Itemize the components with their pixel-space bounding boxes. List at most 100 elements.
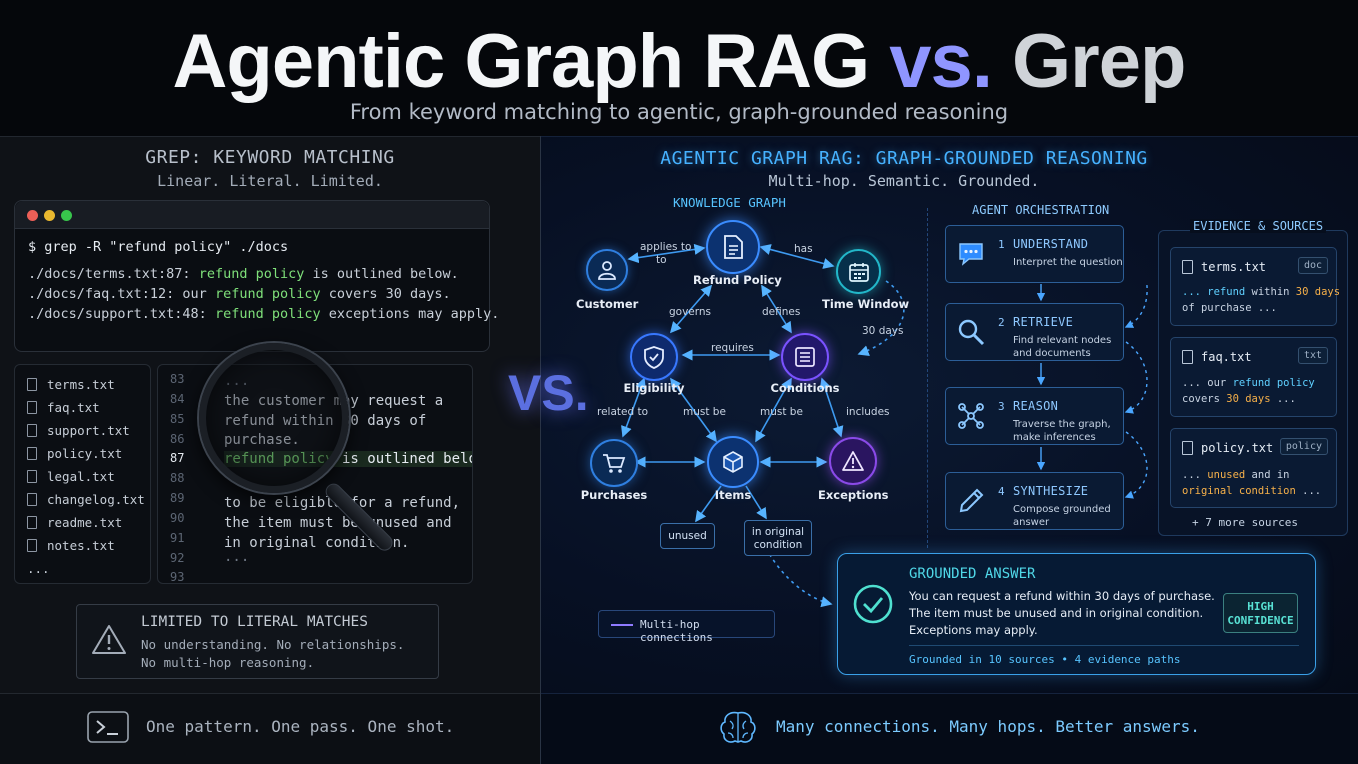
eligibility-node[interactable]	[630, 333, 678, 381]
source-snippet: ... unused and in	[1182, 469, 1290, 481]
source-snippet: covers 30 days ...	[1182, 393, 1296, 405]
answer-divider	[909, 645, 1299, 646]
orchestration-title: AGENT ORCHESTRATION	[972, 203, 1110, 217]
purchases-node[interactable]	[590, 439, 638, 487]
limited-title: LIMITED TO LITERAL MATCHES	[141, 614, 368, 630]
file-icon	[27, 378, 37, 391]
file-icon	[27, 447, 37, 460]
edge-items-original	[745, 485, 767, 520]
magnifier-icon	[199, 343, 349, 493]
knowledge-graph-title: KNOWLEDGE GRAPH	[673, 195, 786, 210]
source-name: faq.txt	[1201, 350, 1252, 364]
graph-edges	[621, 243, 905, 608]
file-icon	[27, 424, 37, 437]
grep-footer-text: One pattern. One pass. One shot.	[146, 717, 455, 736]
file-icon	[27, 539, 37, 552]
time-window-node[interactable]	[836, 249, 881, 294]
file-item[interactable]: readme.txt	[27, 515, 122, 530]
file-item[interactable]: legal.txt	[27, 469, 115, 484]
search-icon	[958, 319, 985, 346]
edge-conditions-exceptions	[819, 377, 844, 438]
source-snippet: original condition ...	[1182, 485, 1322, 497]
step-title: SYNTHESIZE	[1013, 484, 1089, 498]
items-label: Items	[714, 488, 752, 502]
line-number: 88	[170, 471, 185, 485]
title-part-2: Grep	[991, 19, 1186, 104]
edge-eligibility-items	[670, 377, 717, 443]
panel-divider	[540, 136, 541, 764]
conditions-node[interactable]	[781, 333, 829, 381]
grep-title: GREP: KEYWORD MATCHING	[145, 147, 395, 168]
edge-to-answer	[765, 547, 833, 608]
graph-separator	[927, 208, 928, 548]
brain-icon	[720, 711, 756, 743]
box-icon	[723, 451, 743, 473]
refund-policy-node[interactable]	[706, 220, 760, 274]
more-sources-link[interactable]: + 7 more sources	[1192, 516, 1298, 529]
exceptions-node[interactable]	[829, 437, 877, 485]
answer-line-3: Exceptions may apply.	[909, 623, 1038, 637]
header: Agentic Graph RAG vs. Grep From keyword …	[0, 0, 1358, 136]
edge-items-unused	[695, 485, 722, 523]
terminal-title-bar	[15, 201, 489, 229]
list-icon	[795, 347, 815, 367]
source-card-terms[interactable]: terms.txt doc ... refund within 30 days …	[1170, 247, 1340, 326]
file-icon	[1182, 350, 1193, 364]
step-reason: 3 REASON Traverse the graph,make inferen…	[945, 387, 1124, 445]
purchases-label: Purchases	[580, 488, 648, 502]
file-icon	[27, 493, 37, 506]
edge-label-requires: requires	[711, 342, 754, 354]
close-dot[interactable]	[27, 210, 38, 221]
edge-refund-conditions	[761, 284, 792, 334]
line-number: 89	[170, 491, 185, 505]
edge-label-must-be: must be	[760, 406, 803, 418]
step-title: UNDERSTAND	[1013, 237, 1089, 251]
items-node[interactable]	[707, 436, 759, 488]
unused-tag: unused	[660, 523, 715, 549]
step-title: RETRIEVE	[1013, 315, 1074, 329]
edge-label-must-be: must be	[683, 406, 726, 418]
line-number: 93	[170, 570, 185, 584]
line-number: 86	[170, 432, 185, 446]
file-item[interactable]: policy.txt	[27, 446, 122, 461]
title-vs: vs.	[889, 19, 993, 104]
source-name: policy.txt	[1201, 441, 1274, 455]
legend-label: Multi-hop connections	[640, 618, 713, 644]
file-item[interactable]: support.txt	[27, 423, 130, 438]
maximize-dot[interactable]	[61, 210, 72, 221]
step-number: 3	[998, 400, 1005, 413]
minimize-dot[interactable]	[44, 210, 55, 221]
answer-line-2: The item must be unused and in original …	[909, 606, 1204, 620]
file-item[interactable]: terms.txt	[27, 377, 115, 392]
file-icon	[27, 516, 37, 529]
edge-customer-refund	[627, 243, 706, 264]
line-number: 90	[170, 511, 185, 525]
pen-icon	[959, 488, 984, 513]
source-card-policy[interactable]: policy.txt policy ... unused and in orig…	[1170, 428, 1337, 508]
file-item[interactable]: notes.txt	[27, 538, 115, 553]
customer-node[interactable]	[586, 249, 628, 291]
chat-icon	[959, 243, 983, 266]
page-subtitle: From keyword matching to agentic, graph-…	[349, 100, 1009, 124]
edge-conditions-items	[755, 377, 792, 443]
terminal-result-3: ./docs/support.txt:48: refund policy exc…	[28, 306, 500, 322]
graph-icon	[958, 403, 984, 429]
edge-label-related-to: related to	[597, 406, 649, 418]
step-number: 4	[998, 485, 1005, 498]
limited-line-1: No understanding. No relationships.	[141, 637, 405, 652]
line-number: 83	[170, 372, 185, 386]
file-icon	[1182, 260, 1193, 274]
answer-line-1: You can request a refund within 30 days …	[909, 589, 1215, 603]
edge-label-defines: defines	[762, 306, 801, 318]
terminal-result-2: ./docs/faq.txt:12: our refund policy cov…	[28, 286, 451, 302]
file-item[interactable]: faq.txt	[27, 400, 100, 415]
source-card-faq[interactable]: faq.txt txt ... our refund policy covers…	[1170, 337, 1337, 417]
edge-refund-eligibility	[669, 284, 713, 334]
grep-subtitle: Linear. Literal. Limited.	[157, 172, 383, 190]
legend-line	[611, 624, 633, 626]
step-title: REASON	[1013, 399, 1059, 413]
file-item[interactable]: changelog.txt	[27, 492, 145, 507]
